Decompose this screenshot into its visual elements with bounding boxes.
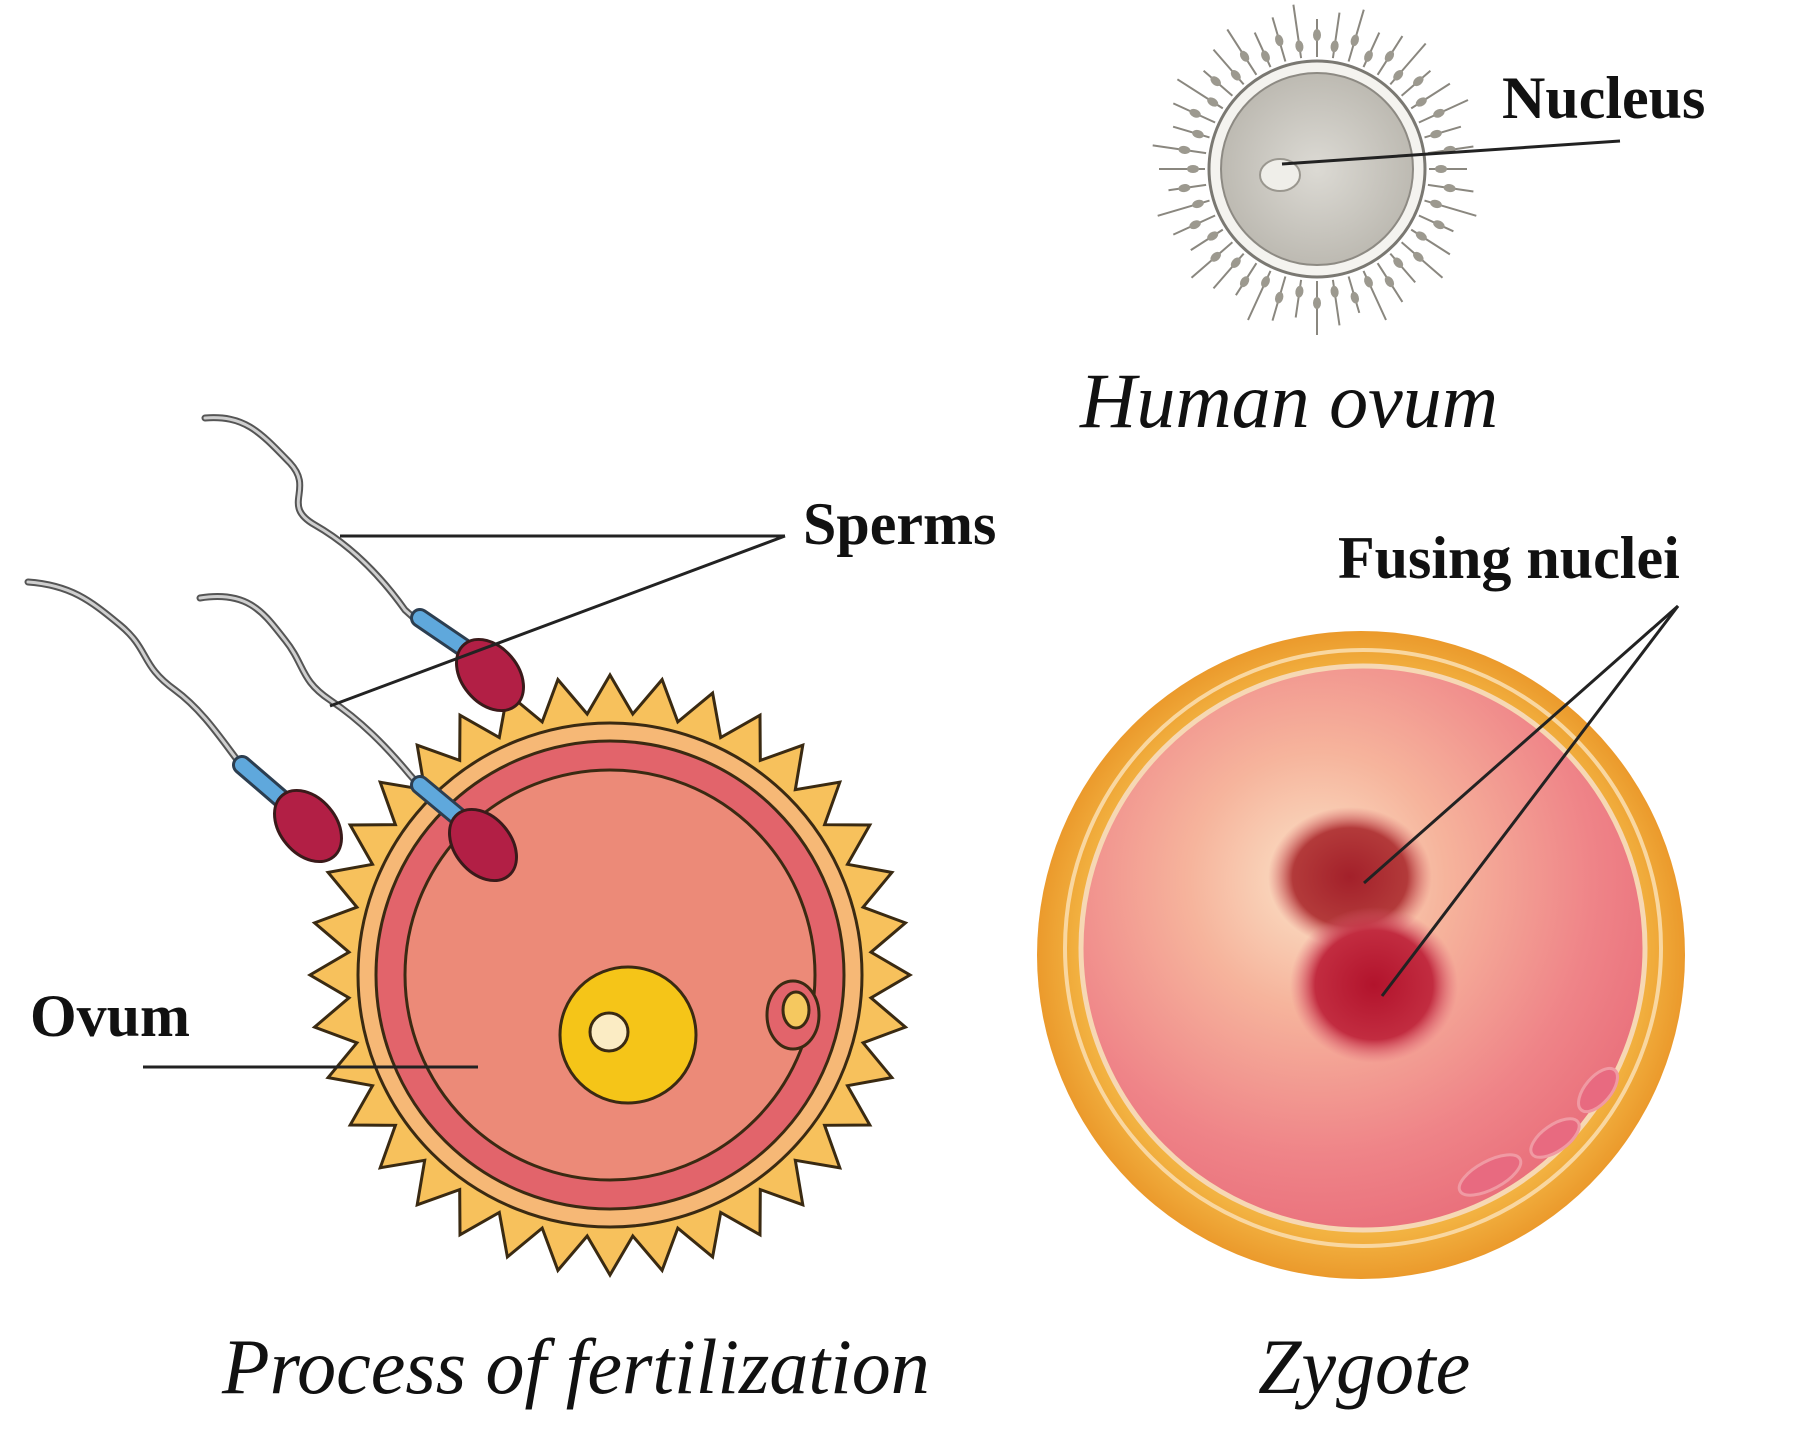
nucleus-leader-line [1281, 139, 1621, 166]
corona-cell-filament [1172, 125, 1210, 139]
sperm-head [455, 637, 525, 713]
nucleus-label: Nucleus [1502, 65, 1706, 131]
sperm-left [24, 578, 343, 864]
corona-cell [1350, 34, 1359, 47]
corona-cell [1413, 76, 1424, 87]
zygote-diagram [1037, 604, 1685, 1279]
nucleolus [588, 1011, 630, 1053]
corona-cell [1210, 251, 1221, 262]
sperm-head [448, 807, 518, 883]
corona-cell [1433, 108, 1445, 118]
corona-cell [1189, 220, 1201, 230]
corona-cell-filament [1294, 279, 1303, 318]
corona-cell [1350, 291, 1359, 304]
corona-cell [1435, 165, 1447, 173]
corona-cell [1330, 285, 1339, 298]
sperm-head [273, 788, 343, 864]
fusing-nuclei-leader-upper [1363, 604, 1679, 885]
corona-cell [1413, 251, 1424, 262]
corona-cell [1384, 50, 1395, 62]
corona-cell [1393, 70, 1404, 81]
fusing-nuclei-label: Fusing nuclei [1338, 525, 1680, 591]
corona-cell-filament [1424, 125, 1462, 139]
corona-cell [1261, 276, 1270, 288]
corona-cell [1261, 50, 1270, 62]
human-ovum-caption: Human ovum [1080, 357, 1499, 444]
corona-cell [1313, 297, 1321, 309]
corona-cell [1178, 184, 1191, 193]
corona-cell [1415, 97, 1427, 107]
fusing-nucleus-lower [1290, 907, 1458, 1063]
corona-cell [1207, 97, 1219, 107]
polar-body [781, 990, 811, 1030]
sperm-top [201, 414, 525, 713]
corona-cell [1187, 165, 1199, 173]
fertilization-diagram [24, 414, 913, 1278]
corona-cell [1430, 199, 1442, 209]
human-ovum-cytoplasm [1220, 72, 1414, 266]
corona-cell-filament [1362, 32, 1381, 68]
corona-cell [1230, 70, 1241, 81]
fusing-nuclei-leader-lower [1380, 605, 1680, 997]
corona-cell [1239, 276, 1250, 288]
corona-cell [1230, 257, 1241, 268]
corona-cell [1364, 50, 1373, 62]
sperms-label: Sperms [803, 491, 997, 557]
corona-cell [1443, 184, 1456, 193]
corona-radiata-cells [1152, 4, 1477, 335]
corona-cell [1384, 276, 1395, 288]
corona-cell [1207, 231, 1219, 241]
zygote-membrane [1063, 648, 1663, 1248]
corona-cell [1210, 76, 1221, 87]
corona-cell [1239, 50, 1250, 62]
corona-cell [1433, 220, 1445, 230]
human-ovum-diagram [1152, 4, 1621, 335]
corona-cell [1178, 145, 1191, 154]
corona-cell-filament [1190, 228, 1224, 251]
polar-bodies [1457, 1066, 1619, 1197]
corona-cell [1364, 276, 1373, 288]
ovum-label: Ovum [30, 983, 191, 1049]
corona-cell [1295, 40, 1304, 53]
corona-cell [1189, 108, 1201, 118]
corona-cell [1295, 285, 1304, 298]
corona-cell-filament [1389, 252, 1416, 284]
sperm-middle [196, 593, 518, 883]
corona-cell-filament [1253, 32, 1272, 68]
corona-cell [1393, 257, 1404, 268]
sperms-leader-lower [329, 534, 786, 708]
corona-cell [1430, 129, 1442, 139]
corona-cell [1192, 199, 1204, 209]
corona-cell [1275, 291, 1284, 304]
human-ovum-nucleus [1259, 158, 1301, 192]
corona-cell [1415, 231, 1427, 241]
corona-cell [1330, 40, 1339, 53]
corona-cell [1192, 129, 1204, 139]
zygote-caption: Zygote [1258, 1323, 1471, 1410]
corona-cell [1313, 29, 1321, 41]
corona-cell [1275, 34, 1284, 47]
fertilization-caption: Process of fertilization [222, 1323, 930, 1410]
